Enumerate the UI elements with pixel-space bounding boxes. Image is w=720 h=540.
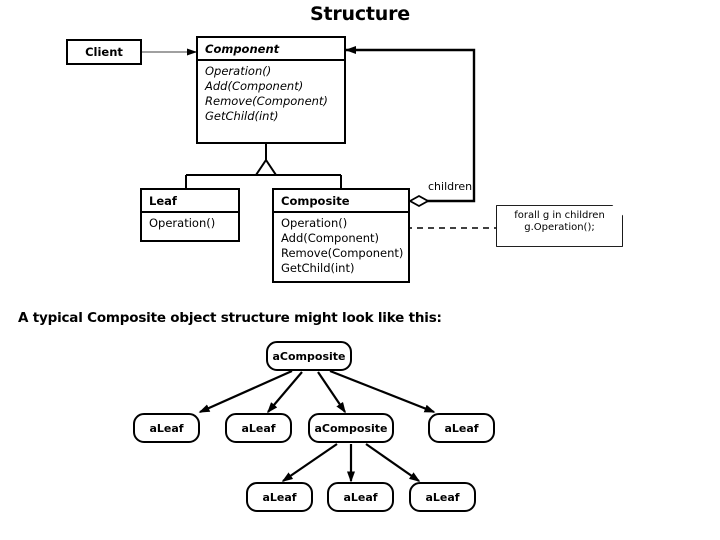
class-box-composite[interactable]: Composite Operation() Add(Component) Rem…	[272, 188, 410, 283]
object-node-label: aLeaf	[425, 490, 460, 504]
class-box-component[interactable]: Component Operation() Add(Component) Rem…	[196, 36, 346, 144]
class-box-client[interactable]: Client	[66, 39, 142, 65]
children-aggregation-path	[345, 46, 476, 203]
component-operations: Operation() Add(Component) Remove(Compon…	[198, 61, 344, 127]
leaf-operations: Operation()	[142, 213, 238, 234]
object-node-label: aLeaf	[262, 490, 297, 504]
note-line-2: g.Operation();	[524, 222, 595, 233]
operation-item: Operation()	[205, 64, 272, 78]
object-node-label: aComposite	[272, 349, 346, 363]
composite-divider	[274, 211, 408, 213]
operation-item: GetChild(int)	[205, 109, 279, 123]
object-edge-inner-to-leaf-1	[281, 443, 338, 482]
object-edge-inner-to-leaf-3	[365, 443, 421, 482]
operation-item: Remove(Component)	[281, 246, 404, 260]
object-edge-root-to-composite	[317, 371, 346, 414]
operation-item: Operation()	[149, 216, 216, 230]
object-edge-root-to-leaf-2	[267, 371, 303, 414]
section-caption: A typical Composite object structure mig…	[18, 310, 442, 326]
object-node-label: aLeaf	[241, 421, 276, 435]
operation-item: Add(Component)	[281, 231, 380, 245]
object-node-label: aLeaf	[444, 421, 479, 435]
object-node-leaf[interactable]: aLeaf	[327, 482, 394, 512]
object-node-label: aLeaf	[343, 490, 378, 504]
object-node-leaf[interactable]: aLeaf	[133, 413, 200, 443]
operation-item: Add(Component)	[205, 79, 304, 93]
object-node-label: aLeaf	[149, 421, 184, 435]
object-edge-root-to-leaf-3	[329, 369, 436, 414]
aggregation-diamond	[408, 194, 430, 208]
object-node-root-composite[interactable]: aComposite	[266, 341, 352, 371]
object-node-leaf[interactable]: aLeaf	[409, 482, 476, 512]
class-name-client: Client	[85, 45, 123, 59]
object-node-inner-composite[interactable]: aComposite	[308, 413, 394, 443]
class-name-leaf: Leaf	[149, 194, 177, 208]
class-name-component: Component	[205, 42, 280, 56]
page-title: Structure	[310, 3, 410, 25]
operation-item: Operation()	[281, 216, 348, 230]
operation-item: Remove(Component)	[205, 94, 328, 108]
composite-operations: Operation() Add(Component) Remove(Compon…	[274, 213, 408, 279]
object-node-leaf[interactable]: aLeaf	[225, 413, 292, 443]
object-edge-root-to-leaf-1	[198, 369, 293, 414]
object-node-leaf[interactable]: aLeaf	[428, 413, 495, 443]
note-constraint: forall g in children g.Operation();	[497, 206, 622, 246]
note-line-1: forall g in children	[514, 210, 605, 221]
component-divider	[198, 59, 344, 61]
association-label-children: children	[428, 180, 473, 193]
object-node-leaf[interactable]: aLeaf	[246, 482, 313, 512]
operation-item: GetChild(int)	[281, 261, 355, 275]
class-box-leaf[interactable]: Leaf Operation()	[140, 188, 240, 242]
object-node-label: aComposite	[314, 421, 388, 435]
leaf-divider	[142, 211, 238, 213]
inheritance-triangle	[254, 158, 278, 176]
class-name-composite: Composite	[281, 194, 350, 208]
